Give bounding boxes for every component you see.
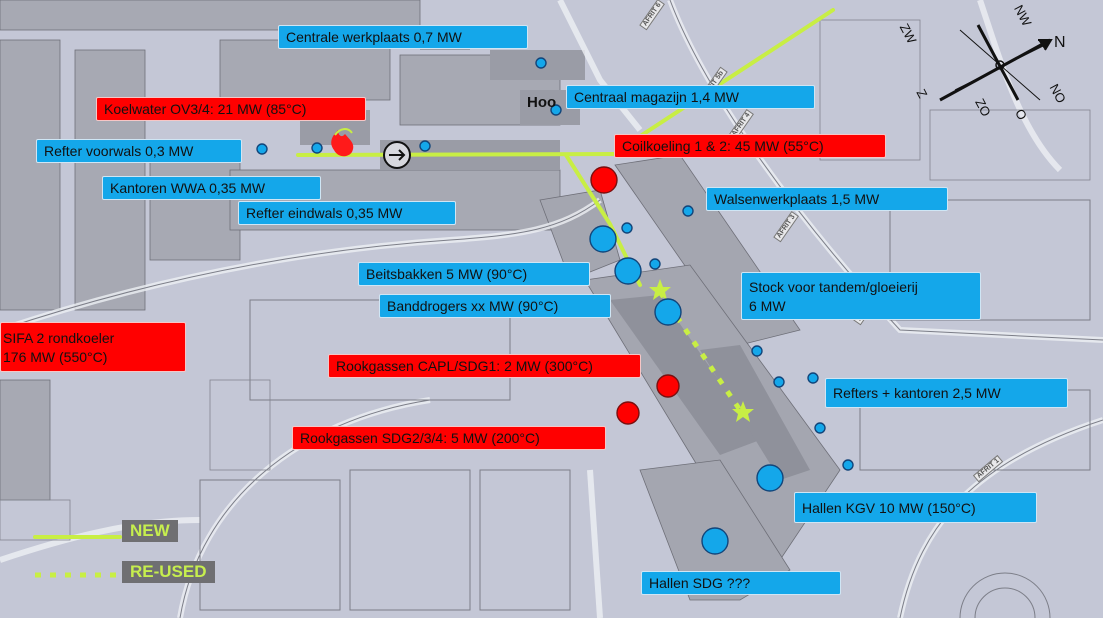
label-sifa-line1: SIFA 2 rondkoeler	[3, 330, 115, 346]
label-coilkoeling: Coilkoeling 1 & 2: 45 MW (55°C)	[614, 134, 886, 158]
label-rookgassen-sdg: Rookgassen SDG2/3/4: 5 MW (200°C)	[292, 426, 606, 450]
legend-new: NEW	[122, 520, 178, 542]
flame-icon	[331, 128, 354, 157]
label-beitsbakken: Beitsbakken 5 MW (90°C)	[358, 262, 590, 286]
compass-n: N	[1054, 34, 1066, 51]
label-centraal-magazijn: Centraal magazijn 1,4 MW	[566, 85, 815, 109]
label-banddrogers: Banddrogers xx MW (90°C)	[379, 294, 611, 318]
label-stock-line1: Stock voor tandem/gloeierij	[749, 279, 918, 295]
label-refter-voorwals: Refter voorwals 0,3 MW	[36, 139, 242, 163]
compass-rose	[939, 24, 1053, 102]
label-kantoren-wwa: Kantoren WWA 0,35 MW	[102, 176, 321, 200]
label-refter-eindwals: Refter eindwals 0,35 MW	[238, 201, 456, 225]
label-centrale-werkplaats: Centrale werkplaats 0,7 MW	[278, 25, 528, 49]
star-marker-icon	[649, 279, 671, 300]
legend-reused: RE-USED	[122, 561, 215, 583]
label-hallen-kgv: Hallen KGV 10 MW (150°C)	[794, 492, 1037, 523]
label-walsenwerkplaats: Walsenwerkplaats 1,5 MW	[706, 187, 948, 211]
label-sifa: SIFA 2 rondkoeler 176 MW (550°C)	[0, 322, 186, 372]
label-koelwater: Koelwater OV3/4: 21 MW (85°C)	[96, 97, 366, 121]
label-sifa-line2: 176 MW (550°C)	[3, 349, 108, 365]
label-rookgassen-capl: Rookgassen CAPL/SDG1: 2 MW (300°C)	[328, 354, 641, 378]
circled-arrow-icon	[383, 141, 411, 169]
label-hallen-sdg: Hallen SDG ???	[641, 571, 841, 595]
label-stock-tandem: Stock voor tandem/gloeierij 6 MW	[741, 272, 981, 320]
map-text-hoo: Hoo	[527, 94, 557, 111]
label-refters-kantoren: Refters + kantoren 2,5 MW	[825, 378, 1068, 408]
star-marker-icon	[732, 401, 754, 422]
label-stock-line2: 6 MW	[749, 298, 786, 314]
